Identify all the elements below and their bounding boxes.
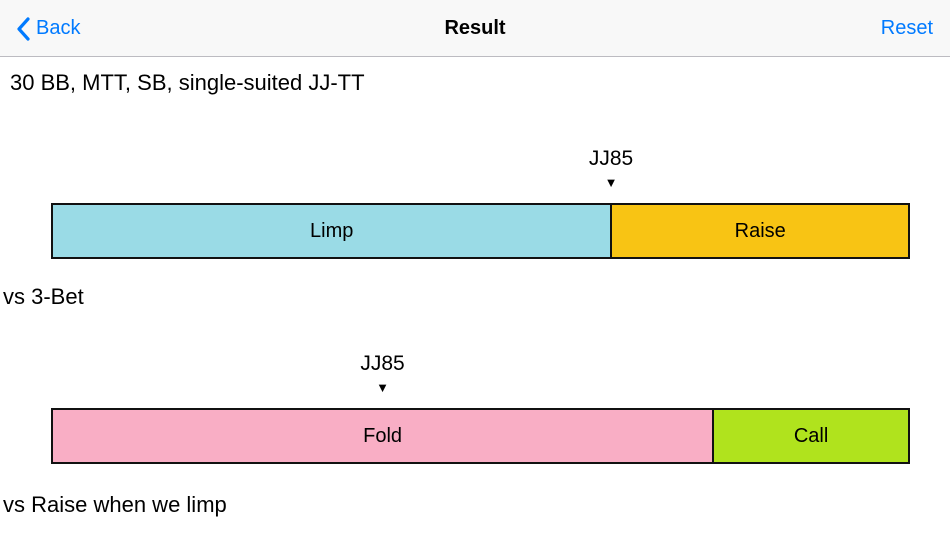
scenario-description: 30 BB, MTT, SB, single-suited JJ-TT xyxy=(10,70,365,95)
hand-marker: JJ85 ▼ xyxy=(360,351,404,396)
hand-marker-label: JJ85 xyxy=(360,352,405,375)
back-button[interactable]: Back xyxy=(16,0,80,57)
chart-caption-vs-3bet: vs 3-Bet xyxy=(3,284,84,309)
reset-button[interactable]: Reset xyxy=(881,0,933,57)
stacked-action-bar: Fold Call xyxy=(51,408,910,464)
vs-raise-action-chart: JJ85 ▼ Fold Call xyxy=(51,351,910,466)
segment-label: Limp xyxy=(310,219,354,242)
page-title: Result xyxy=(444,17,506,39)
preflop-action-chart: JJ85 ▼ Limp Raise xyxy=(51,146,910,261)
hand-marker-label: JJ85 xyxy=(588,147,634,170)
marker-triangle-icon: ▼ xyxy=(376,380,389,395)
marker-triangle-icon: ▼ xyxy=(604,175,618,190)
segment-label: Fold xyxy=(363,424,403,447)
back-chevron-icon xyxy=(16,16,30,41)
chart-caption-vs-raise: vs Raise when we limp xyxy=(3,492,227,517)
bar-segment-fold: Fold xyxy=(53,410,713,462)
hand-marker: JJ85 ▼ xyxy=(589,146,633,191)
segment-label: Raise xyxy=(734,219,786,242)
bar-segment-raise: Raise xyxy=(610,205,908,257)
stacked-action-bar: Limp Raise xyxy=(51,203,910,259)
back-label: Back xyxy=(36,17,81,39)
navigation-bar: Back Result Reset xyxy=(0,0,950,57)
segment-label: Call xyxy=(793,424,829,447)
bar-segment-call: Call xyxy=(712,410,908,462)
bar-segment-limp: Limp xyxy=(53,205,611,257)
